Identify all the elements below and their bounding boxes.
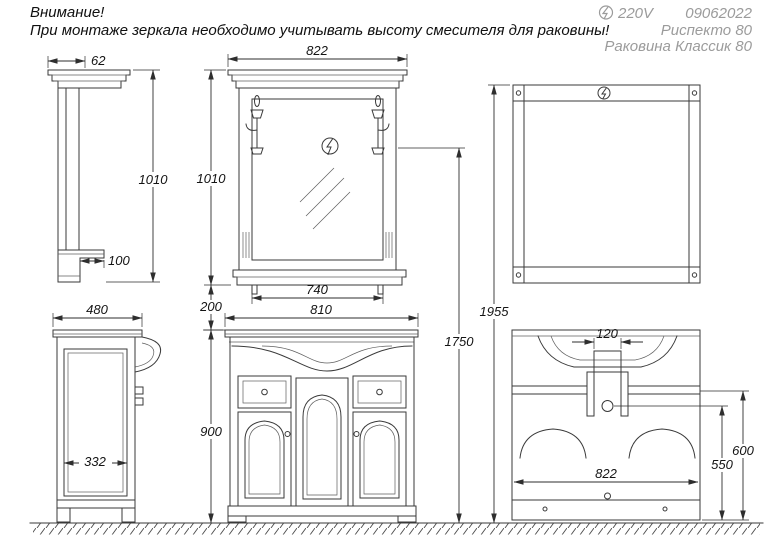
ground-hatch (33, 523, 760, 535)
door-center (295, 377, 349, 507)
basin-profile (134, 336, 162, 373)
frame-fluting (242, 232, 393, 258)
warning-text: При монтаже зеркала необходимо учитывать… (30, 22, 610, 39)
date-code: 09062022 (685, 5, 752, 22)
drain-outlet-icon (601, 400, 614, 412)
dim-mirror-side-height: 1010 (106, 69, 170, 283)
screw-icon (691, 272, 698, 278)
sink-back-profile (537, 335, 678, 368)
dim-cabinet-back-width: 822 (513, 466, 699, 485)
knob-icon (284, 431, 291, 437)
dim-drain-width: 120 (572, 326, 643, 349)
dim-label-faucet-level: 1750 (445, 334, 475, 349)
back-power-icon (597, 86, 611, 100)
screw-icon (604, 492, 611, 500)
sconce-right-icon (371, 95, 390, 155)
dim-label-mirror-side-depth: 62 (91, 53, 106, 68)
dim-mirror-shelf-depth: 100 (79, 253, 130, 268)
ground-line (29, 522, 764, 535)
dim-label-mirror-height: 1010 (197, 171, 227, 186)
dim-level-600: 600 (700, 390, 760, 521)
hinge-icon (134, 386, 144, 395)
dim-mirror-height: 1010 (193, 69, 231, 286)
dim-level-550: 550 (614, 405, 739, 521)
dim-label-drain-width: 120 (596, 326, 618, 341)
screw-icon (662, 506, 668, 512)
dim-cabinet-depth: 480 (52, 302, 143, 327)
header: Внимание! При монтаже зеркала необходимо… (30, 4, 753, 55)
dim-cabinet-width: 810 (224, 302, 419, 327)
back-arch-right (628, 428, 696, 459)
apron-curve (231, 345, 413, 372)
dim-label-cabinet-width: 810 (310, 302, 332, 317)
drawer-right (352, 375, 407, 409)
door-left (237, 411, 292, 507)
drain-box (593, 350, 622, 373)
dim-label-cabinet-back-width: 822 (595, 466, 617, 481)
dim-cabinet-inner-width: 332 (63, 454, 128, 469)
dim-mirror-shelf-width: 740 (251, 282, 384, 304)
back-arch-left (519, 428, 587, 459)
mirror-front-view (227, 69, 408, 295)
dim-label-cabinet-depth: 480 (86, 302, 108, 317)
knob-icon (261, 388, 268, 396)
dim-label-total-height: 1955 (480, 304, 510, 319)
dim-label-mirror-shelf-depth: 100 (108, 253, 130, 268)
cabinet-side-view (52, 329, 162, 523)
socket-power-icon (321, 137, 339, 156)
dim-label-level-600: 600 (732, 443, 754, 458)
door-right (352, 411, 407, 507)
cabinet-back-view (511, 329, 701, 521)
dim-total-height: 1955 (476, 84, 513, 524)
model-name: Риспекто 80 (661, 22, 753, 39)
mirror-side-view (47, 69, 131, 283)
mirror-glass-hatch (299, 167, 351, 230)
screw-icon (691, 90, 698, 96)
knob-icon (376, 388, 383, 396)
knob-icon (353, 431, 360, 437)
cabinet-front-view (224, 329, 419, 523)
dim-label-gap: 200 (199, 299, 222, 314)
drawer-left (237, 375, 292, 409)
screw-icon (515, 272, 522, 278)
sink-model-name: Раковина Классик 80 (604, 38, 752, 55)
dim-label-mirror-shelf-width: 740 (306, 282, 328, 297)
dim-label-cabinet-height: 900 (200, 424, 222, 439)
warning-title: Внимание! (30, 4, 105, 21)
hinge-icon (134, 397, 144, 406)
dim-label-mirror-width: 822 (306, 43, 328, 58)
dim-label-cabinet-inner-width: 332 (84, 454, 106, 469)
voltage-label: 220V (617, 5, 655, 22)
power-icon (598, 5, 614, 20)
dim-cabinet-height: 900 (193, 329, 229, 524)
dim-mirror-side-depth: 62 (47, 53, 106, 68)
dim-label-level-550: 550 (711, 457, 733, 472)
dim-mirror-cabinet-gap: 200 (196, 284, 226, 331)
screw-icon (515, 90, 522, 96)
sconce-left-icon (245, 95, 264, 155)
dim-label-mirror-side-height: 1010 (139, 172, 169, 187)
dim-mirror-width: 822 (227, 43, 408, 67)
dim-faucet-level: 1750 (398, 147, 477, 524)
mirror-back-view (512, 84, 701, 284)
screw-icon (542, 506, 548, 512)
